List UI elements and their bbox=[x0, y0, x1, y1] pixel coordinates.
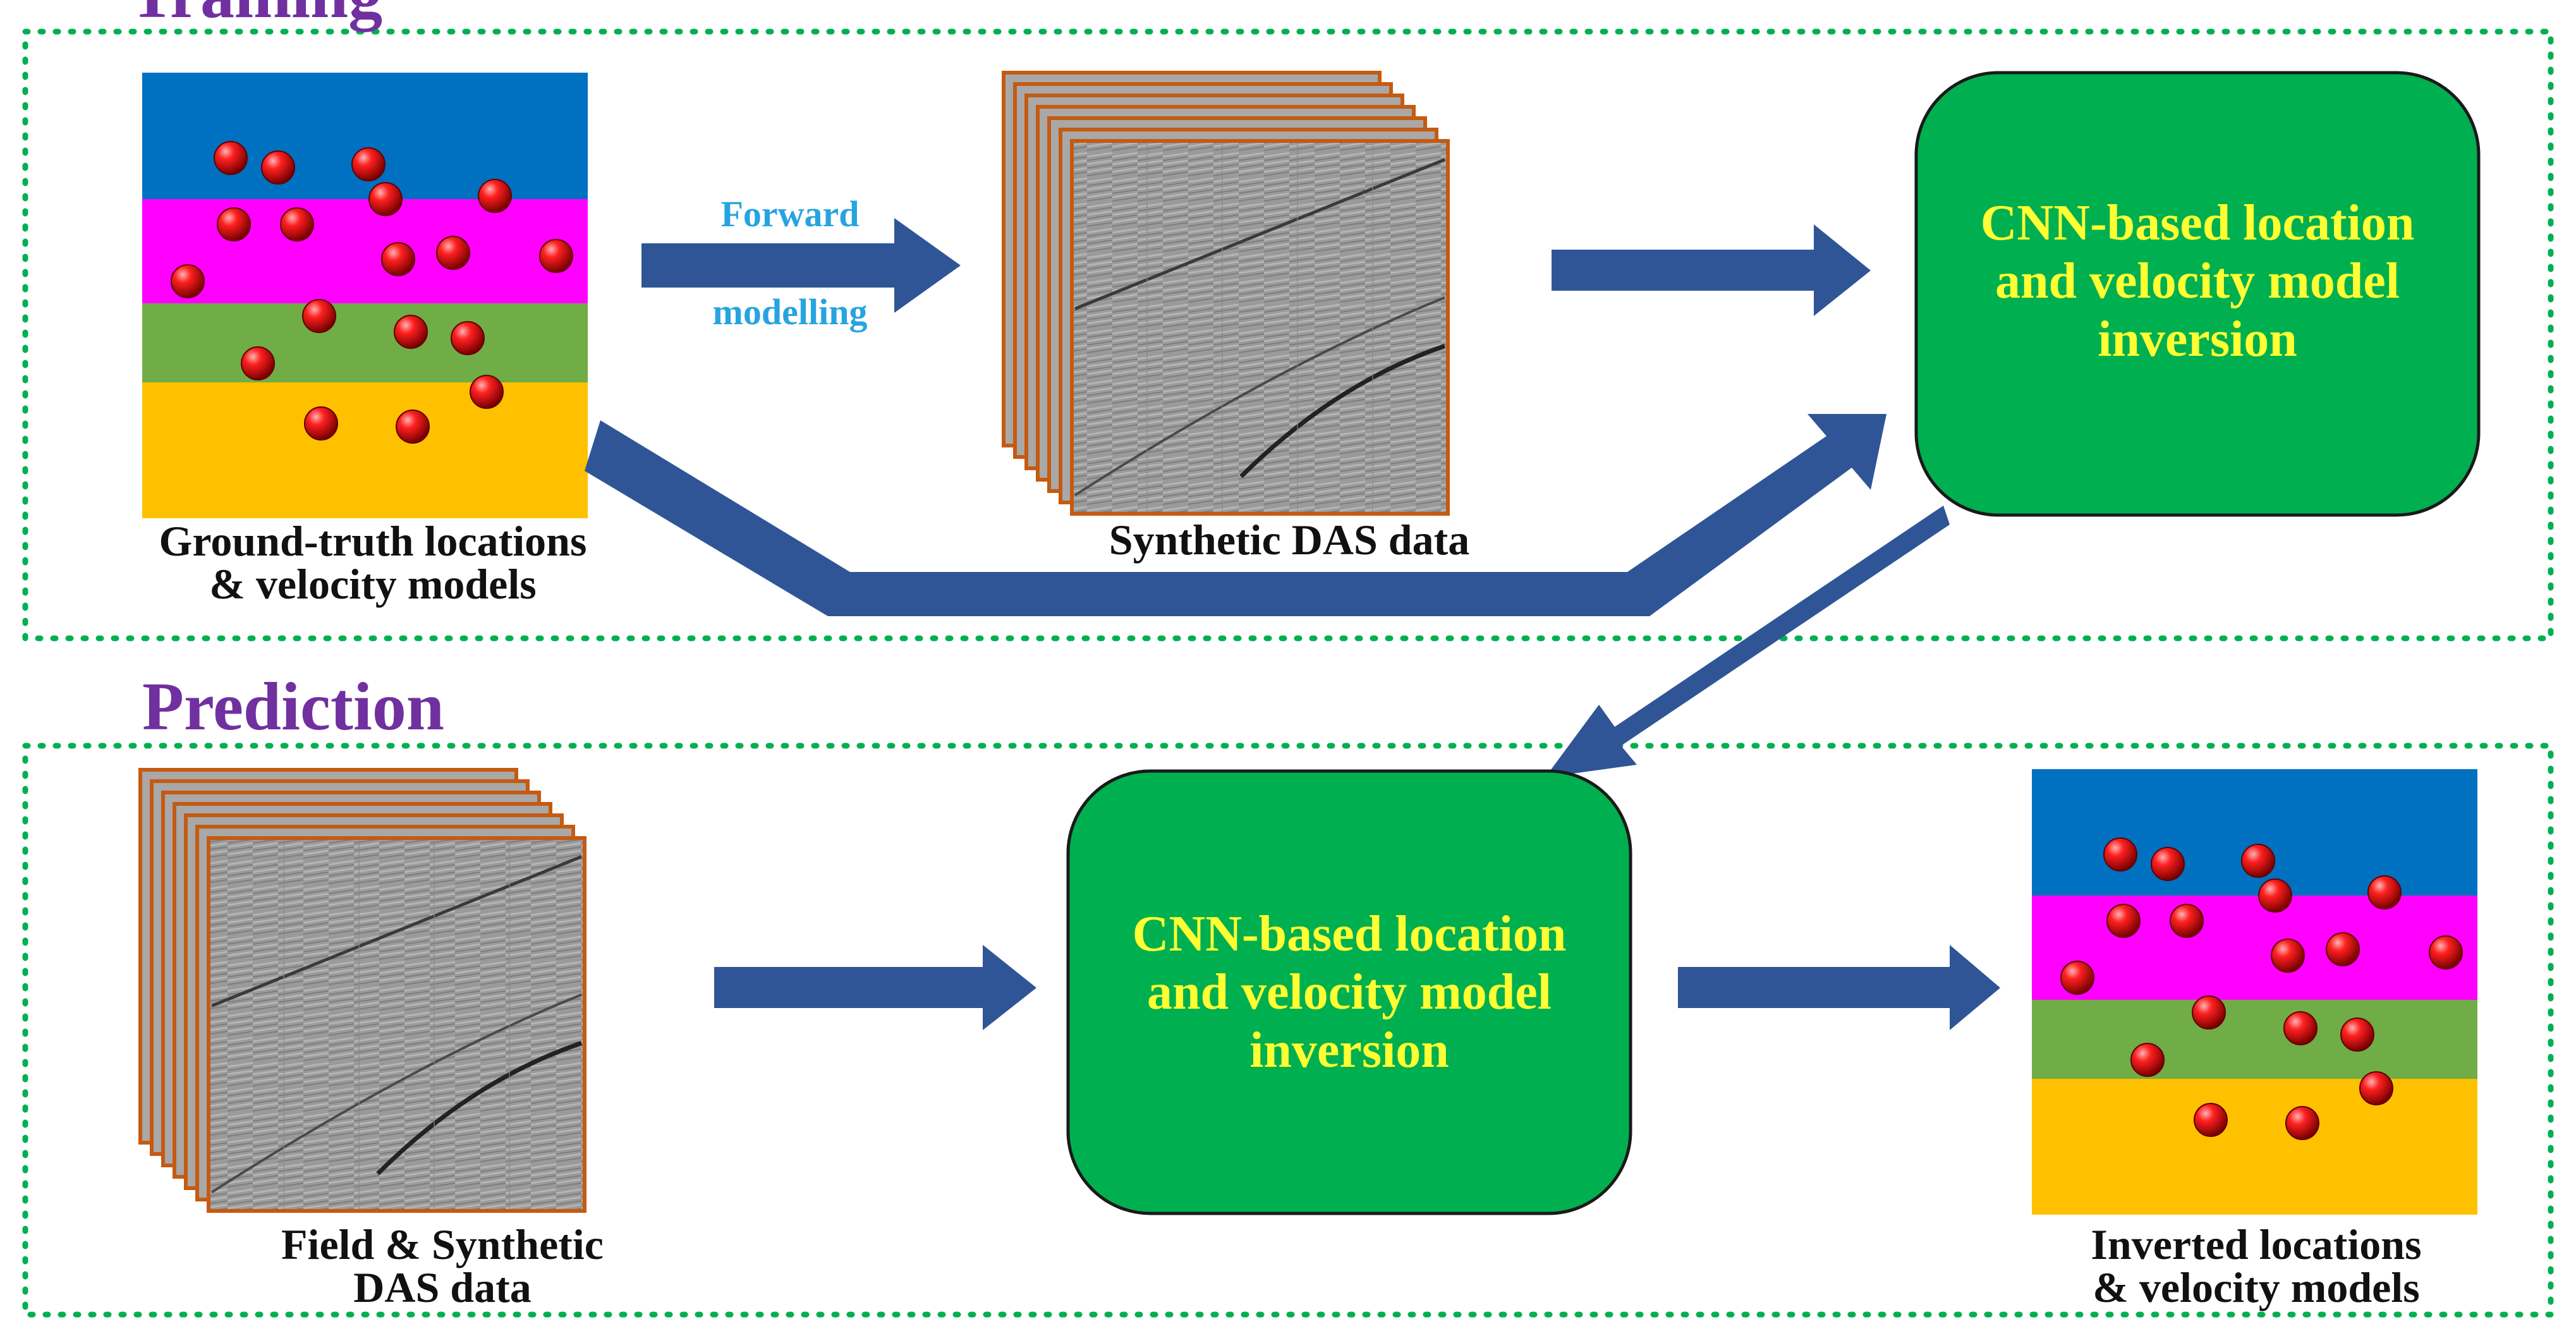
training-section-box bbox=[22, 28, 2554, 641]
event-ball bbox=[2367, 875, 2402, 909]
ground-truth-caption-line-1: Ground-truth locations bbox=[159, 517, 587, 565]
forward-modelling-arrow bbox=[641, 218, 961, 313]
event-ball bbox=[2271, 939, 2305, 973]
training-cnn-label-line-1: CNN-based location bbox=[1980, 195, 2415, 251]
event-ball bbox=[478, 179, 512, 213]
event-ball bbox=[241, 346, 275, 380]
layer-green bbox=[2032, 1000, 2477, 1079]
event-ball bbox=[381, 242, 415, 276]
event-ball bbox=[394, 315, 428, 349]
inverted-caption-line-1: Inverted locations bbox=[2091, 1220, 2422, 1268]
event-ball bbox=[2340, 1018, 2374, 1052]
training-cnn-label-line-3: inversion bbox=[2098, 312, 2297, 367]
das-frame bbox=[207, 836, 586, 1213]
das-frame bbox=[1070, 139, 1450, 516]
field-das-caption-line-1: Field & Synthetic bbox=[281, 1220, 604, 1268]
layer-magenta bbox=[2032, 896, 2477, 1000]
event-ball bbox=[2285, 1106, 2319, 1140]
training-cnn-box bbox=[1914, 71, 2481, 517]
event-ball bbox=[451, 321, 485, 355]
event-ball bbox=[2283, 1011, 2318, 1045]
ground-truth-caption-line-2: & velocity models bbox=[209, 560, 537, 608]
ground-truth-caption: Ground-truth locations & velocity models bbox=[111, 520, 635, 605]
training-cnn-label: CNN-based location and velocity model in… bbox=[1916, 190, 2479, 373]
event-ball bbox=[2130, 1043, 2165, 1077]
das-to-prediction-cnn-arrow bbox=[714, 945, 1036, 1030]
event-ball bbox=[396, 410, 430, 444]
layer-magenta bbox=[142, 199, 588, 303]
event-ball bbox=[351, 147, 386, 181]
event-ball bbox=[2359, 1071, 2393, 1105]
event-ball bbox=[304, 406, 338, 441]
event-ball bbox=[2429, 935, 2463, 969]
synthetic-das-caption: Synthetic DAS data bbox=[1109, 516, 1470, 564]
field-das-caption: Field & Synthetic DAS data bbox=[234, 1223, 651, 1309]
field-synthetic-das-stack bbox=[138, 768, 586, 1213]
event-ball bbox=[2170, 904, 2204, 938]
prediction-cnn-label: CNN-based location and velocity model in… bbox=[1068, 901, 1631, 1084]
event-ball bbox=[2060, 961, 2094, 995]
event-ball bbox=[214, 141, 248, 175]
event-ball bbox=[2258, 878, 2292, 913]
cnn-to-inverted-arrow bbox=[1678, 945, 2000, 1030]
das-to-cnn-arrow bbox=[1552, 224, 1871, 316]
inverted-caption: Inverted locations & velocity models bbox=[2016, 1223, 2496, 1309]
prediction-title: Prediction bbox=[142, 669, 444, 744]
event-ball bbox=[2192, 995, 2226, 1030]
inverted-caption-line-2: & velocity models bbox=[2093, 1263, 2420, 1311]
prediction-section-box bbox=[22, 743, 2554, 1318]
event-ball bbox=[171, 264, 205, 298]
prediction-cnn-box bbox=[1066, 769, 1632, 1215]
event-ball bbox=[2151, 847, 2185, 881]
event-ball bbox=[280, 207, 314, 241]
event-ball bbox=[261, 150, 295, 185]
inverted-velocity-model bbox=[2032, 769, 2477, 1215]
event-ball bbox=[302, 299, 336, 333]
event-ball bbox=[217, 207, 251, 241]
synthetic-das-stack bbox=[1002, 71, 1450, 516]
trained-model-transfer-arrow bbox=[1545, 506, 1950, 777]
layer-yellow bbox=[142, 382, 588, 518]
modelling-label: modelling bbox=[712, 291, 868, 332]
event-ball bbox=[2326, 932, 2360, 966]
forward-label: Forward bbox=[720, 193, 860, 234]
event-ball bbox=[2106, 904, 2141, 938]
event-ball bbox=[539, 239, 573, 273]
event-ball bbox=[368, 182, 403, 216]
event-ball bbox=[436, 236, 470, 270]
layer-yellow bbox=[2032, 1079, 2477, 1215]
inverted-events bbox=[2060, 837, 2463, 1140]
field-das-caption-line-2: DAS data bbox=[353, 1263, 532, 1311]
training-title: Training bbox=[130, 0, 382, 29]
prediction-cnn-label-line-3: inversion bbox=[1249, 1023, 1449, 1078]
prediction-cnn-label-line-1: CNN-based location bbox=[1132, 906, 1567, 962]
event-ball bbox=[2241, 844, 2275, 878]
ground-truth-velocity-model bbox=[142, 73, 588, 518]
prediction-cnn-label-line-2: and velocity model bbox=[1147, 964, 1552, 1020]
layer-green bbox=[142, 303, 588, 382]
ground-truth-to-cnn-arrow bbox=[585, 414, 1886, 616]
event-ball bbox=[2194, 1103, 2228, 1137]
ground-truth-events bbox=[171, 141, 573, 444]
training-cnn-label-line-2: and velocity model bbox=[1995, 253, 2400, 309]
event-ball bbox=[470, 375, 504, 409]
event-ball bbox=[2103, 837, 2137, 872]
